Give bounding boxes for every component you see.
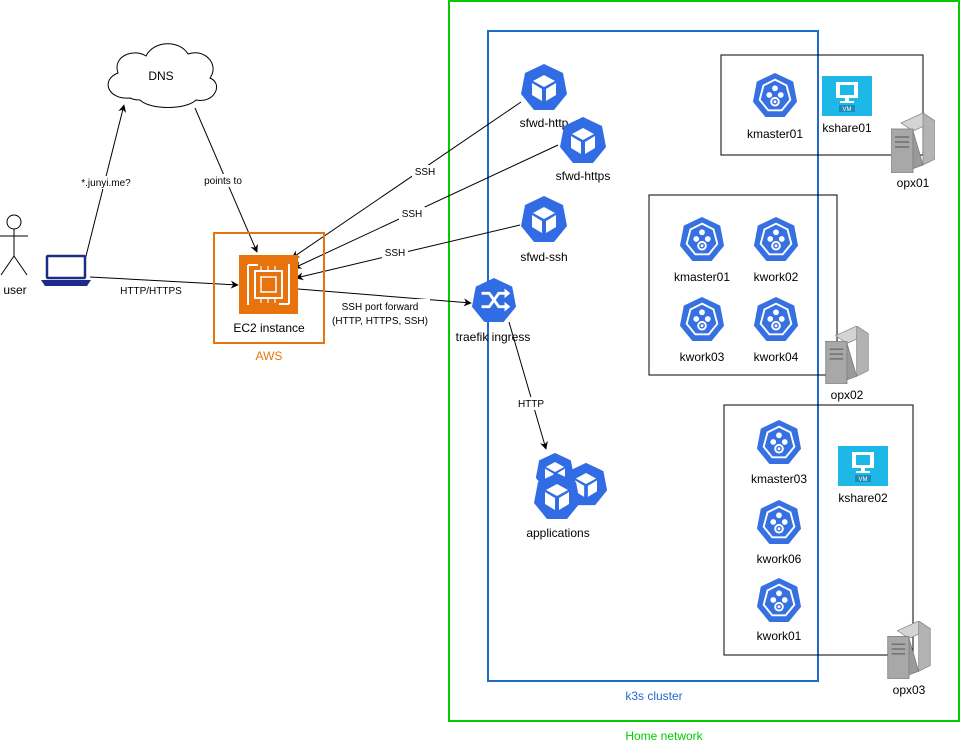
- kwork02-label: kwork02: [754, 270, 799, 284]
- opx01-label: opx01: [897, 176, 930, 190]
- home-network-boundary: [448, 0, 960, 722]
- points-to-label: points to: [204, 176, 242, 187]
- edges: [84, 101, 559, 450]
- server-icon: [825, 326, 869, 384]
- opx03-server: opx03: [887, 621, 931, 697]
- kshare02-label: kshare02: [838, 491, 888, 505]
- opx02-label: opx02: [831, 388, 864, 402]
- kwork03-label: kwork03: [680, 350, 725, 364]
- vm-icon: VM: [838, 446, 888, 486]
- opx01-box: [720, 54, 924, 156]
- sfwd-ssh-label: sfwd-ssh: [520, 250, 567, 264]
- port-forward-label-2: (HTTP, HTTPS, SSH): [332, 316, 428, 327]
- kwork03-node: kwork03: [679, 296, 725, 364]
- person-icon: [0, 214, 28, 276]
- kshare01-label: kshare01: [822, 121, 872, 135]
- cloud-icon: [107, 43, 217, 108]
- k8s-pod-icon: [521, 196, 567, 242]
- sfwd-https-label: sfwd-https: [556, 169, 611, 183]
- edge-laptop-ec2: [89, 276, 239, 289]
- k8s-node-icon: [753, 296, 799, 342]
- traefik-ingress-node: traefik ingress: [456, 277, 531, 344]
- opx03-box: [723, 404, 914, 656]
- vm-icon: VM: [822, 76, 872, 116]
- k8s-node-icon: [752, 72, 798, 118]
- opx03-label: opx03: [893, 683, 926, 697]
- opx02-box: [648, 194, 838, 376]
- kwork04-label: kwork04: [754, 350, 799, 364]
- k8s-node-icon: [679, 216, 725, 262]
- dns-label: DNS: [148, 69, 173, 83]
- kmaster03-node: kmaster03: [751, 419, 807, 486]
- aws-label: AWS: [256, 349, 283, 363]
- port-forward-label-1: SSH port forward: [342, 302, 419, 313]
- sfwd-ssh-node: sfwd-ssh: [520, 196, 568, 264]
- server-icon: [891, 113, 935, 173]
- kshare01-node: VM kshare01: [822, 76, 872, 135]
- dns-query-label: *.junyi.me?: [81, 178, 131, 189]
- edge-ec2-traefik: [297, 288, 472, 307]
- traefik-label: traefik ingress: [456, 330, 531, 344]
- kwork04-node: kwork04: [753, 296, 799, 364]
- k8s-ingress-icon: [471, 277, 517, 323]
- kmaster01-mid-node: kmaster01: [674, 216, 730, 284]
- kmaster01-top-node: kmaster01: [747, 72, 803, 141]
- edge-sfwd-http-ec2: [291, 101, 522, 259]
- user-label: user: [3, 283, 26, 297]
- k8s-node-icon: [756, 577, 802, 623]
- kshare02-node: VM kshare02: [838, 446, 888, 505]
- edge-labels: *.junyi.me? points to HTTP/HTTPS SSH SSH…: [78, 165, 547, 410]
- kwork01-node: kwork01: [756, 577, 802, 643]
- kwork01-label: kwork01: [757, 629, 802, 643]
- sfwd-http-label: sfwd-http: [520, 116, 569, 130]
- ec2-chip-icon: [239, 255, 298, 314]
- applications-node: applications: [526, 452, 608, 540]
- vm-badge: VM: [843, 107, 852, 113]
- kmaster01-mid-label: kmaster01: [674, 270, 730, 284]
- k8s-node-icon: [756, 499, 802, 545]
- http-label: HTTP: [518, 399, 544, 410]
- vm-badge: VM: [859, 477, 868, 483]
- laptop-icon: [41, 254, 91, 286]
- k8s-pod-icon: [521, 64, 567, 110]
- k8s-node-icon: [753, 216, 799, 262]
- k8s-node-icon: [679, 296, 725, 342]
- k3s-cluster-boundary: [487, 30, 819, 682]
- ssh-label-1: SSH: [415, 167, 436, 178]
- aws-boundary: [213, 232, 325, 344]
- kwork06-node: kwork06: [756, 499, 802, 566]
- ssh-label-2: SSH: [402, 209, 423, 220]
- opx01-server: opx01: [891, 113, 935, 190]
- ssh-label-3: SSH: [385, 248, 406, 259]
- server-icon: [887, 621, 931, 679]
- http-https-label: HTTP/HTTPS: [120, 286, 182, 297]
- kwork06-label: kwork06: [757, 552, 802, 566]
- kwork02-node: kwork02: [753, 216, 799, 284]
- home-network-label: Home network: [625, 729, 703, 743]
- kmaster01-top-label: kmaster01: [747, 127, 803, 141]
- kmaster03-label: kmaster03: [751, 472, 807, 486]
- edge-sfwd-https-ec2: [293, 144, 559, 269]
- k3s-cluster-label: k3s cluster: [625, 689, 682, 703]
- applications-label: applications: [526, 526, 589, 540]
- edge-traefik-apps: [508, 321, 548, 450]
- ec2-label: EC2 instance: [233, 321, 305, 335]
- opx02-server: opx02: [825, 326, 869, 402]
- sfwd-https-node: sfwd-https: [556, 117, 611, 183]
- sfwd-http-node: sfwd-http: [520, 64, 569, 130]
- k8s-node-icon: [756, 419, 802, 465]
